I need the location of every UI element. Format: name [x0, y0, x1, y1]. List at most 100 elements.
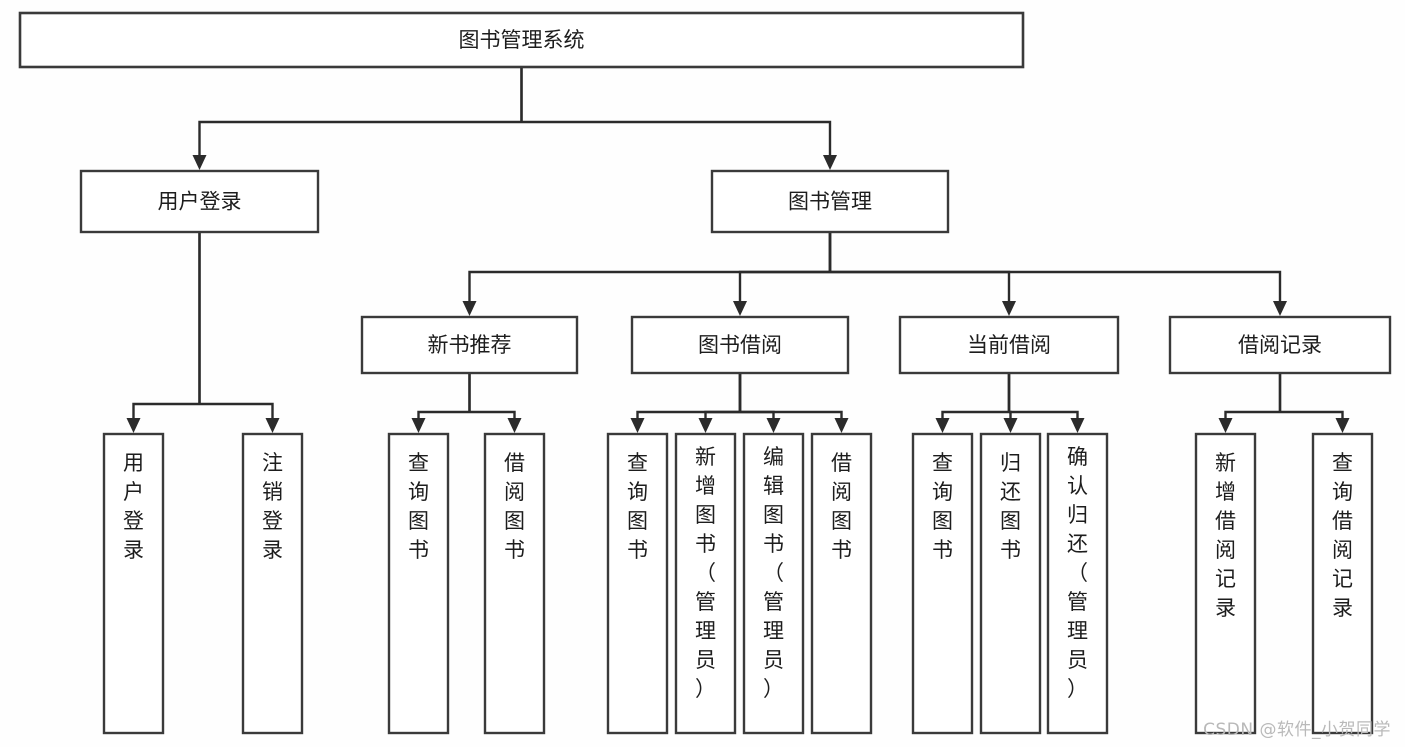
node-label: 新增图书（管理员）: [695, 445, 716, 701]
node-box[interactable]: [742, 432, 805, 735]
node-leaf-1[interactable]: 注销登录: [241, 432, 304, 735]
node-box[interactable]: [710, 169, 950, 234]
node-level2-1[interactable]: 图书管理: [710, 169, 950, 234]
node-box[interactable]: [102, 432, 165, 735]
connector-edge: [1278, 373, 1350, 433]
node-leaf-4[interactable]: 查询图书: [606, 432, 669, 735]
node-label: 图书管理: [788, 190, 872, 214]
node-label: 归还图书: [1000, 451, 1021, 562]
node-box[interactable]: [79, 169, 320, 234]
arrow-head-icon: [507, 418, 522, 433]
connector-layer: [126, 67, 1350, 433]
arrow-head-icon: [1335, 418, 1350, 433]
connector-edge: [828, 232, 1287, 316]
node-label: 借阅记录: [1238, 333, 1322, 357]
node-label: 新增借阅记录: [1215, 451, 1236, 620]
connector-edge: [468, 373, 522, 433]
node-root-0[interactable]: 图书管理系统: [18, 11, 1025, 69]
node-label: 新书推荐: [428, 333, 512, 357]
node-box[interactable]: [387, 432, 450, 735]
node-box[interactable]: [1046, 432, 1109, 735]
node-level3-1[interactable]: 图书借阅: [630, 315, 850, 375]
node-level3-0[interactable]: 新书推荐: [360, 315, 579, 375]
node-label: 用户登录: [123, 451, 144, 562]
arrow-head-icon: [766, 418, 781, 433]
node-layer: 图书管理系统用户登录图书管理新书推荐图书借阅当前借阅借阅记录用户登录注销登录查询…: [18, 11, 1392, 735]
arrow-head-icon: [823, 155, 837, 170]
node-box[interactable]: [18, 11, 1025, 69]
connector-edge: [198, 232, 280, 433]
node-label: 查询图书: [932, 451, 953, 562]
arrow-head-icon: [126, 418, 141, 433]
node-label: 确认归还（管理员）: [1067, 445, 1088, 701]
connector-edge: [630, 373, 742, 433]
node-leaf-12[interactable]: 查询借阅记录: [1311, 432, 1374, 735]
node-leaf-9[interactable]: 归还图书: [979, 432, 1042, 735]
node-box[interactable]: [674, 432, 737, 735]
node-label: 查询借阅记录: [1332, 451, 1353, 620]
node-leaf-0[interactable]: 用户登录: [102, 432, 165, 735]
connector-edge: [738, 373, 781, 433]
node-level3-3[interactable]: 借阅记录: [1168, 315, 1392, 375]
arrow-head-icon: [630, 418, 645, 433]
node-box[interactable]: [630, 315, 850, 375]
connector-edge: [828, 232, 1016, 316]
node-box[interactable]: [241, 432, 304, 735]
arrow-head-icon: [733, 301, 747, 316]
connector-edge: [411, 373, 471, 433]
node-label: 编辑图书（管理员）: [763, 445, 784, 701]
arrow-head-icon: [265, 418, 280, 433]
arrow-head-icon: [698, 418, 713, 433]
connector-edge: [733, 232, 832, 316]
arrow-head-icon: [462, 301, 477, 316]
node-leaf-8[interactable]: 查询图书: [911, 432, 974, 735]
node-box[interactable]: [898, 315, 1120, 375]
node-label: 当前借阅: [967, 333, 1051, 357]
node-box[interactable]: [1168, 315, 1392, 375]
node-level2-0[interactable]: 用户登录: [79, 169, 320, 234]
node-label: 查询图书: [627, 451, 648, 562]
csdn-watermark: CSDN @软件_小贺同学: [1203, 720, 1391, 740]
node-box[interactable]: [606, 432, 669, 735]
connector-edge: [126, 232, 201, 433]
connector-edge: [1007, 373, 1085, 433]
arrow-head-icon: [1002, 301, 1016, 316]
node-leaf-2[interactable]: 查询图书: [387, 432, 450, 735]
arrow-head-icon: [1003, 418, 1018, 433]
node-leaf-6[interactable]: 编辑图书（管理员）: [742, 432, 805, 735]
node-level3-2[interactable]: 当前借阅: [898, 315, 1120, 375]
node-box[interactable]: [979, 432, 1042, 735]
node-leaf-3[interactable]: 借阅图书: [483, 432, 546, 735]
node-label: 图书借阅: [698, 333, 782, 357]
connector-edge: [738, 373, 849, 433]
node-box[interactable]: [1311, 432, 1374, 735]
arrow-head-icon: [834, 418, 849, 433]
arrow-head-icon: [1273, 301, 1287, 316]
node-box[interactable]: [360, 315, 579, 375]
node-leaf-10[interactable]: 确认归还（管理员）: [1046, 432, 1109, 735]
node-leaf-11[interactable]: 新增借阅记录: [1194, 432, 1257, 735]
connector-edge: [192, 67, 523, 170]
node-label: 查询图书: [408, 451, 429, 562]
node-box[interactable]: [810, 432, 873, 735]
node-label: 用户登录: [158, 190, 242, 214]
arrow-head-icon: [1218, 418, 1233, 433]
node-leaf-5[interactable]: 新增图书（管理员）: [674, 432, 737, 735]
connector-edge: [698, 373, 742, 433]
arrow-head-icon: [935, 418, 950, 433]
node-box[interactable]: [1194, 432, 1257, 735]
node-box[interactable]: [483, 432, 546, 735]
node-box[interactable]: [911, 432, 974, 735]
node-leaf-7[interactable]: 借阅图书: [810, 432, 873, 735]
node-label: 图书管理系统: [459, 28, 585, 52]
connector-edge: [520, 67, 837, 170]
arrow-head-icon: [1070, 418, 1085, 433]
connector-edge: [1003, 373, 1018, 433]
connector-edge: [462, 232, 832, 316]
arrow-head-icon: [411, 418, 426, 433]
node-label: 注销登录: [262, 451, 283, 562]
connector-edge: [1218, 373, 1282, 433]
node-label: 借阅图书: [504, 451, 525, 562]
